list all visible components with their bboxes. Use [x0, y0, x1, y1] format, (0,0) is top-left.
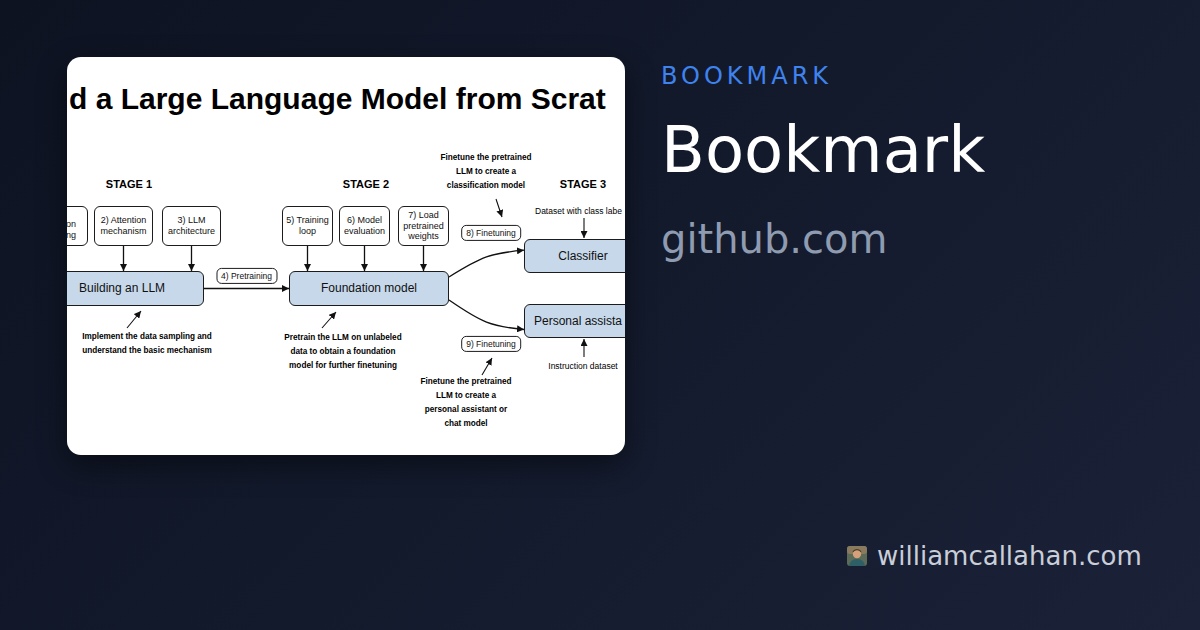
- edge-label: 8) Finetuning: [461, 225, 521, 241]
- annotation-note: Implement the data sampling and understa…: [79, 330, 215, 358]
- leader-arrow: [482, 358, 492, 375]
- leader-arrow: [322, 312, 336, 328]
- stage-heading: STAGE 2: [343, 179, 389, 190]
- box-text: 5) Training loop: [285, 215, 330, 237]
- avatar-shirt: [849, 559, 865, 566]
- flow-arrow: [191, 246, 192, 271]
- flow-arrow: [449, 300, 524, 329]
- leader-arrow: [496, 199, 502, 217]
- box-text: 7) Load pretrained weights: [401, 210, 446, 242]
- step-box: 6) Model evaluation: [339, 206, 390, 246]
- step-box: 7) Load pretrained weights: [398, 206, 449, 246]
- stage-box: Personal assista: [524, 304, 625, 338]
- annotation-note: Finetune the pretrained LLM to create a …: [418, 375, 514, 431]
- kicker-text: BOOKMARK: [661, 64, 832, 88]
- input-arrow: [583, 218, 584, 238]
- site-name: williamcallahan.com: [877, 543, 1142, 569]
- step-box: on ng: [67, 206, 88, 246]
- box-text: on ng: [67, 219, 77, 241]
- avatar-face: [853, 550, 861, 558]
- step-box: 3) LLM architecture: [162, 206, 221, 246]
- stage-box: Foundation model: [289, 271, 449, 306]
- leader-arrow: [127, 311, 141, 328]
- annotation-note: Finetune the pretrained LLM to create a …: [438, 151, 534, 193]
- stage-box: Building an LLM: [67, 271, 204, 306]
- box-text: Building an LLM: [79, 281, 165, 295]
- box-text: Foundation model: [321, 281, 417, 295]
- avatar-background: [847, 546, 867, 566]
- page-heading: Bookmark: [661, 118, 985, 182]
- input-arrow: [583, 339, 584, 357]
- box-text: 6) Model evaluation: [342, 215, 387, 237]
- input-label: Instruction dataset: [548, 362, 617, 371]
- domain-text: github.com: [661, 219, 887, 259]
- flow-arrow: [204, 288, 289, 289]
- annotation-note: Pretrain the LLM on unlabeled data to ob…: [282, 331, 404, 373]
- box-text: Personal assista: [534, 314, 622, 328]
- flow-arrow: [423, 246, 424, 271]
- box-text: 3) LLM architecture: [165, 215, 218, 237]
- diagram-title: d a Large Language Model from Scrat: [69, 84, 606, 114]
- avatar-hair: [853, 549, 861, 553]
- box-text: Classifier: [558, 249, 607, 263]
- edge-label: 4) Pretraining: [216, 267, 277, 283]
- input-label: Dataset with class labe: [535, 207, 622, 216]
- stage-heading: STAGE 1: [106, 179, 152, 190]
- flow-arrow: [123, 246, 124, 271]
- flow-arrow: [449, 250, 524, 277]
- stage-heading: STAGE 3: [560, 179, 606, 190]
- step-box: 2) Attention mechanism: [94, 206, 153, 246]
- edge-label: 9) Finetuning: [461, 336, 521, 352]
- box-text: 2) Attention mechanism: [97, 215, 150, 237]
- bookmark-card: d a Large Language Model from Scrat on ng…: [67, 57, 625, 455]
- stage-box: Classifier: [524, 239, 625, 273]
- avatar-icon: [847, 546, 867, 566]
- flow-arrow: [364, 246, 365, 271]
- step-box: 5) Training loop: [282, 206, 333, 246]
- flow-arrow: [307, 246, 308, 271]
